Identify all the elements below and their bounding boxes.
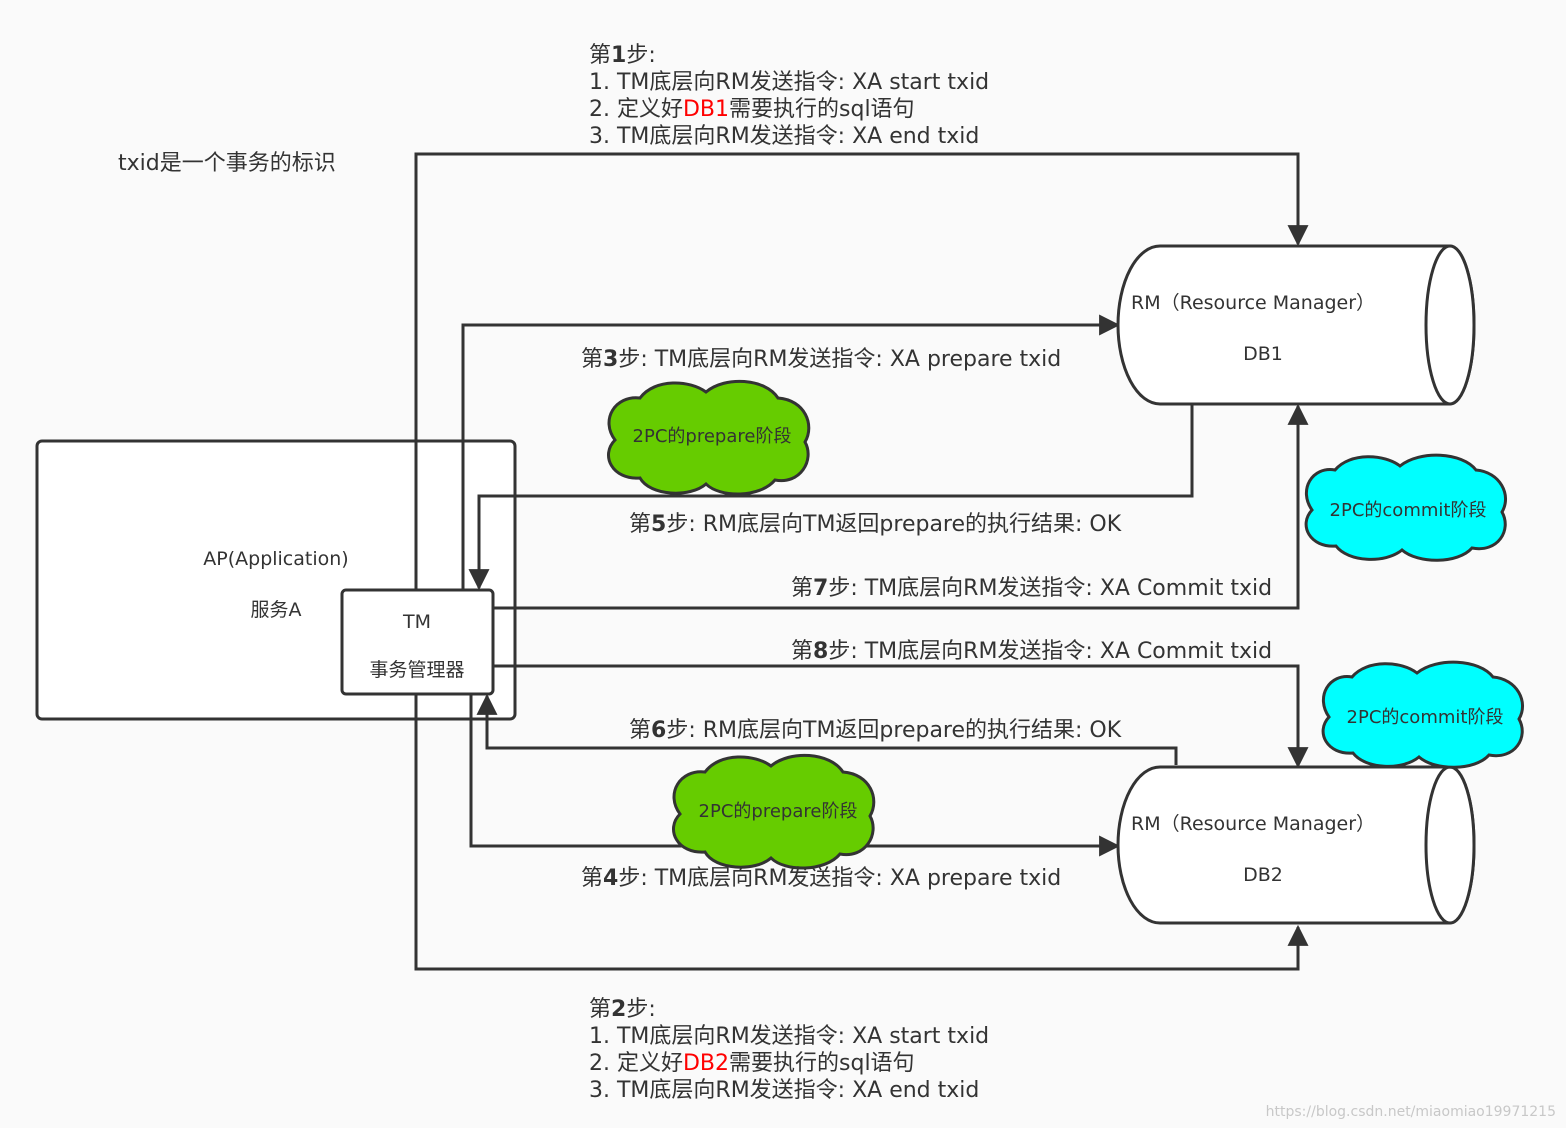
step2-line2: 2. 定义好DB2需要执行的sql语句 — [589, 1051, 915, 1076]
step2-heading: 第2步: — [589, 997, 656, 1022]
step2-connector — [414, 694, 1309, 971]
application-service: 服务A — [251, 599, 302, 621]
step8-connector — [493, 664, 1309, 769]
commit-cloud-2 — [1321, 660, 1525, 769]
tm-title: TM — [402, 611, 431, 633]
prepare-cloud-2 — [672, 753, 876, 870]
step8-label: 第8步: TM底层向RM发送指令: XA Commit txid — [791, 639, 1272, 664]
watermark: https://blog.csdn.net/miaomiao19971215 — [1266, 1104, 1556, 1120]
step1-heading: 第1步: — [589, 43, 656, 68]
step2-line3: 3. TM底层向RM发送指令: XA end txid — [589, 1078, 979, 1103]
step6-connector — [476, 693, 1178, 765]
commit-cloud-2-label: 2PC的commit阶段 — [1347, 707, 1504, 728]
step5-connector — [468, 405, 1194, 591]
step1-line1: 1. TM底层向RM发送指令: XA start txid — [589, 70, 989, 95]
db1-name: DB1 — [1243, 343, 1283, 365]
tm-subtitle: 事务管理器 — [369, 659, 464, 681]
txid-note: txid是一个事务的标识 — [118, 151, 336, 176]
db2-title: RM（Resource Manager） — [1131, 813, 1375, 835]
step5-label: 第5步: RM底层向TM返回prepare的执行结果: OK — [629, 512, 1122, 537]
db2-name: DB2 — [1243, 864, 1283, 886]
step3-connector — [461, 314, 1121, 590]
application-title: AP(Application) — [203, 548, 348, 570]
step1-line2: 2. 定义好DB1需要执行的sql语句 — [589, 97, 915, 122]
db2-cylinder — [1116, 765, 1476, 925]
step7-label: 第7步: TM底层向RM发送指令: XA Commit txid — [791, 576, 1272, 601]
step6-label: 第6步: RM底层向TM返回prepare的执行结果: OK — [629, 718, 1122, 743]
commit-cloud-1-label: 2PC的commit阶段 — [1330, 500, 1487, 521]
db1-cylinder — [1116, 244, 1476, 406]
prepare-cloud-1-label: 2PC的prepare阶段 — [633, 426, 792, 447]
prepare-cloud-2-label: 2PC的prepare阶段 — [699, 801, 858, 822]
step7-connector — [493, 403, 1309, 610]
tm-box — [340, 588, 495, 696]
db1-title: RM（Resource Manager） — [1131, 292, 1375, 314]
step2-line1: 1. TM底层向RM发送指令: XA start txid — [589, 1024, 989, 1049]
step1-line3: 3. TM底层向RM发送指令: XA end txid — [589, 124, 979, 149]
commit-cloud-1 — [1304, 453, 1508, 562]
step3-label: 第3步: TM底层向RM发送指令: XA prepare txid — [581, 347, 1061, 372]
prepare-cloud-1 — [607, 379, 811, 496]
step1-connector — [414, 152, 1309, 590]
step4-connector — [469, 694, 1121, 857]
step4-label: 第4步: TM底层向RM发送指令: XA prepare txid — [581, 866, 1061, 891]
